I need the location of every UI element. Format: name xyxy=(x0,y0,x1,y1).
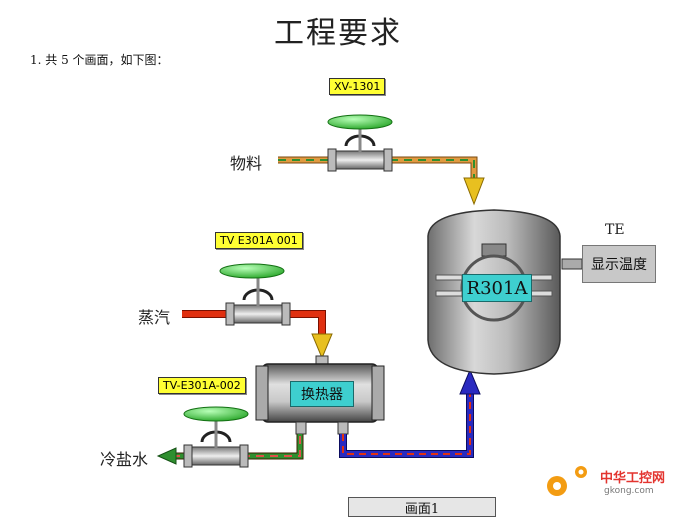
valve-tag-tv-e301a-001: TV E301A 001 xyxy=(215,232,303,249)
material-label: 物料 xyxy=(230,154,263,173)
intro-text: 1. 共 5 个画面，如下图： xyxy=(30,53,169,67)
cold-return-pipe xyxy=(339,392,474,458)
reactor-label: R301A xyxy=(462,274,532,302)
heat-exchanger-label: 换热器 xyxy=(290,381,354,407)
brine-label: 冷盐水 xyxy=(100,450,149,469)
valve-tag-xv1301: XV-1301 xyxy=(329,78,386,95)
brine-flow-arrow xyxy=(156,447,177,465)
valve-tv-e301a-001[interactable] xyxy=(219,263,291,326)
screen-1-button[interactable]: 画面1 xyxy=(348,497,496,517)
page-title: 工程要求 xyxy=(274,16,402,51)
temperature-display[interactable]: 显示温度 xyxy=(582,245,656,283)
gear-icon xyxy=(547,476,567,496)
valve-tv-e301a-002[interactable] xyxy=(183,406,249,468)
steam-flow-arrow xyxy=(311,333,333,360)
steam-label: 蒸汽 xyxy=(138,308,171,327)
valve-tag-tv-e301a-002: TV-E301A-002 xyxy=(158,377,246,394)
return-flow-arrow xyxy=(459,368,481,395)
valve-xv1301[interactable] xyxy=(327,114,393,172)
watermark-brand: 中华工控网 xyxy=(600,471,666,486)
watermark-url: gkong.com xyxy=(604,486,654,496)
temperature-sensor-label: TE xyxy=(605,222,625,238)
watermark: 中华工控网 gkong.com xyxy=(547,466,666,496)
gear-small-icon xyxy=(575,466,587,478)
material-flow-arrow xyxy=(463,177,485,206)
